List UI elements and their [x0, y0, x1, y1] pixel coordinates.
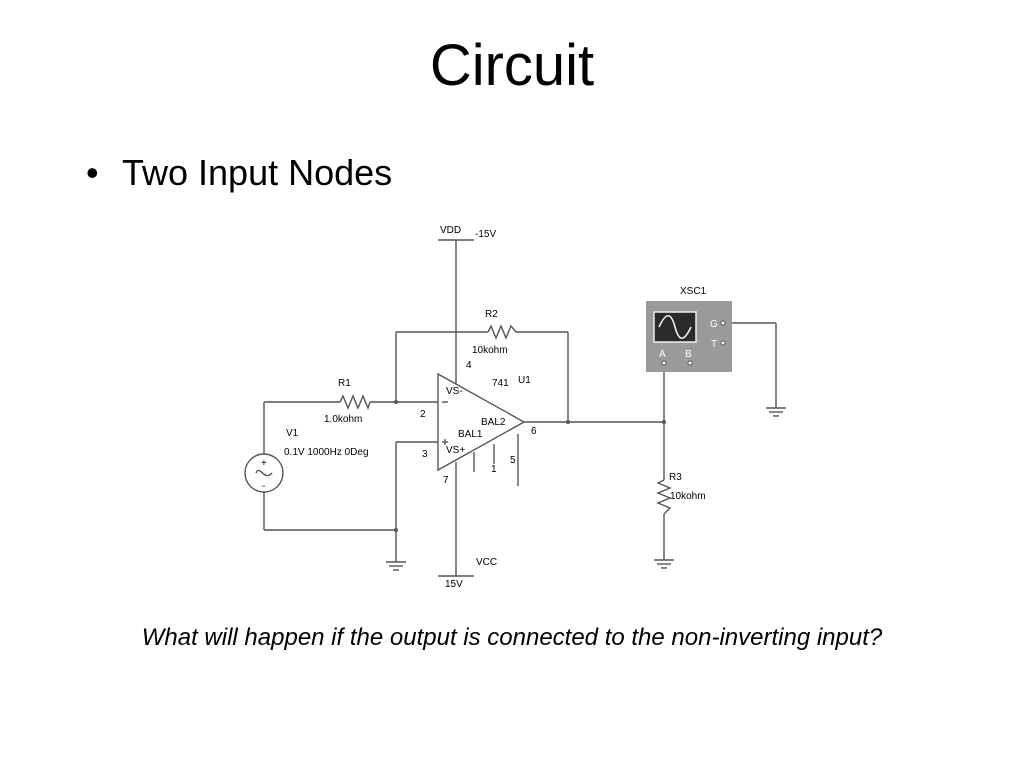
- scope-label: XSC1: [680, 286, 707, 297]
- bullet-text: Two Input Nodes: [122, 152, 393, 193]
- vcc-value: 15V: [445, 579, 463, 590]
- r1-value: 1.0kohm: [324, 414, 362, 425]
- question-text: What will happen if the output is connec…: [141, 624, 883, 651]
- scope-t-label: T: [711, 339, 717, 350]
- pin-7-label: 7: [443, 475, 449, 486]
- pin-4-label: 4: [466, 360, 472, 371]
- pin-2-label: 2: [420, 409, 426, 420]
- v1-label: V1: [286, 428, 299, 439]
- vcc-label: VCC: [476, 557, 497, 568]
- source-plus-sign: +: [261, 458, 267, 469]
- r1-label: R1: [338, 378, 351, 389]
- r3-value: 10kohm: [670, 491, 706, 502]
- source-minus-sign: -: [262, 481, 265, 492]
- pin-bal2: BAL2: [481, 417, 506, 428]
- r2-label: R2: [485, 309, 498, 320]
- scope-g-label: G: [710, 319, 718, 330]
- scope-a-label: A: [659, 349, 666, 360]
- pin-vs-plus: VS+: [446, 445, 465, 456]
- ground-icon: [386, 561, 406, 571]
- ac-source-icon: [244, 453, 284, 493]
- pin-1-label: 1: [491, 464, 497, 475]
- ground-icon: [766, 407, 786, 417]
- v1-value: 0.1V 1000Hz 0Deg: [284, 447, 369, 458]
- r3-label: R3: [669, 472, 682, 483]
- ground-icon: [654, 559, 674, 569]
- pin-vs-minus: VS-: [446, 386, 463, 397]
- pin-3-label: 3: [422, 449, 428, 460]
- resistor-icon: [339, 394, 371, 410]
- resistor-icon: [487, 324, 517, 340]
- resistor-icon: [656, 479, 672, 515]
- bullet-item: • Two Input Nodes: [86, 152, 392, 194]
- r2-value: 10kohm: [472, 345, 508, 356]
- pin-6-label: 6: [531, 426, 537, 437]
- pin-5-label: 5: [510, 455, 516, 466]
- junction-dots: [394, 400, 666, 532]
- oscilloscope-icon: [646, 301, 732, 372]
- scope-b-label: B: [685, 349, 692, 360]
- op-amp-icon: [437, 372, 526, 472]
- wires: [263, 239, 777, 577]
- opamp-model: 741: [492, 378, 509, 389]
- opamp-ref: U1: [518, 375, 531, 386]
- pin-bal1: BAL1: [458, 429, 483, 440]
- vdd-label: VDD: [440, 225, 461, 236]
- bullet-dot: •: [86, 152, 99, 193]
- vdd-value: -15V: [475, 229, 496, 240]
- slide-title: Circuit: [429, 33, 595, 98]
